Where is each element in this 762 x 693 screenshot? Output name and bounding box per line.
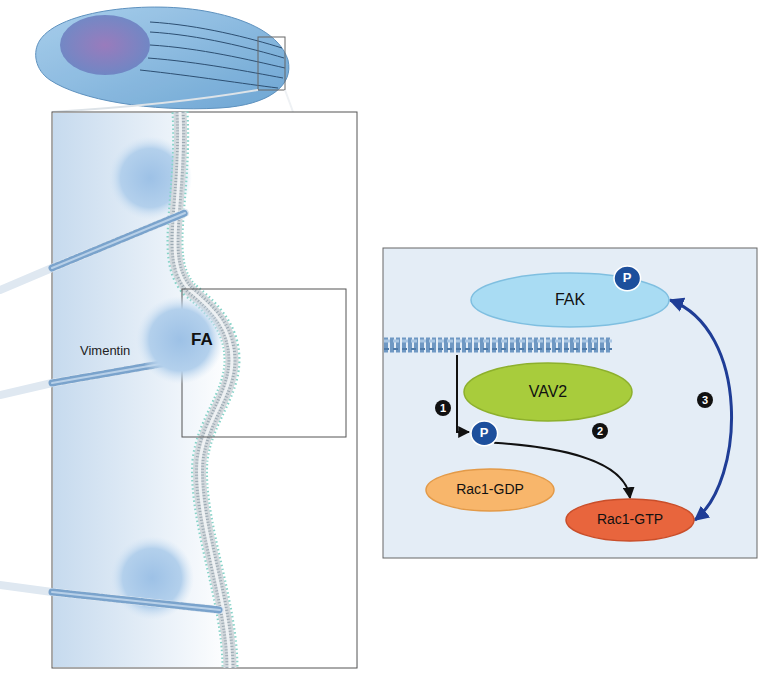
callout-number: 2 [592,423,608,439]
node-text: P [623,271,632,285]
node-outline [471,421,498,446]
protein-ellipse: Rac1-GDP [425,468,555,512]
node-outline [426,469,554,511]
callout-number: 1 [435,400,451,416]
node-text: P [480,426,489,440]
node-text: Rac1-GDP [456,482,524,497]
node-text: FAK [555,291,585,309]
phospho-circle: P [613,265,642,292]
node-outline [464,363,632,421]
protein-ellipse: VAV2 [463,362,633,422]
focal-adhesion: FA [135,295,225,385]
node-text: Rac1-GTP [597,512,663,527]
node-outline [136,296,224,384]
node-outline [566,499,694,541]
phospho-circle: P [470,420,499,447]
callout-number: 3 [697,392,713,408]
arrow-connector [670,300,732,520]
structure-label: Vimentin [80,343,130,358]
protein-ellipse: Rac1-GTP [565,498,695,542]
node-text: FA [191,331,213,350]
node-text: VAV2 [529,383,568,401]
node-outline [614,266,641,291]
